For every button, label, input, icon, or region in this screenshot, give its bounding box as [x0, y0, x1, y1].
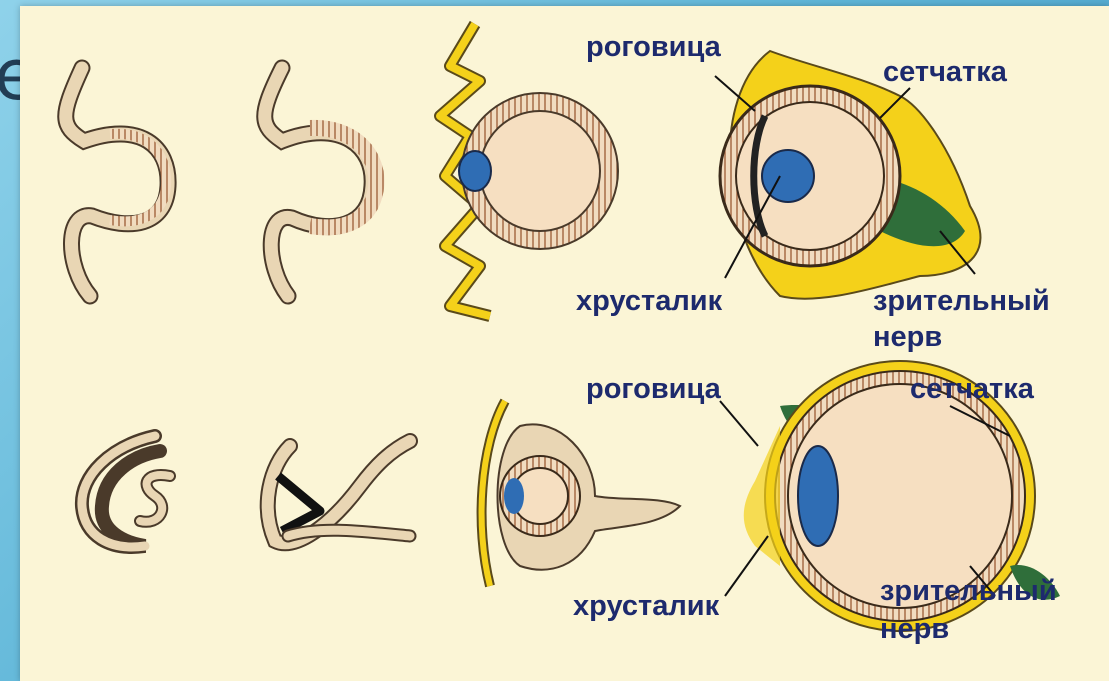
- top-label-lens: хрусталик: [576, 285, 723, 317]
- bottom-label-nerve-line1: зрительный: [880, 575, 1057, 607]
- top-label-retina: сетчатка: [883, 56, 1008, 88]
- bottom-label-retina: сетчатка: [910, 373, 1035, 405]
- bottom-label-cornea: роговица: [586, 373, 722, 405]
- bottom-cornea-leader: [720, 401, 758, 446]
- top-stage-4-complex-eye: [720, 51, 980, 299]
- top-label-nerve-line1: зрительный: [873, 285, 1050, 317]
- bottom-lens-leader: [725, 536, 768, 596]
- eye-evolution-diagram: роговица сетчатка хрусталик зрительный н…: [20, 6, 1109, 681]
- bottom-label-nerve-line2: нерв: [880, 613, 949, 645]
- top-stage-2-eyecup: [265, 68, 377, 296]
- top-stage-1-eyespot: [66, 68, 168, 296]
- top-stage-3-lens-eye: [440, 24, 618, 316]
- bottom-stage-1-fold: [82, 436, 170, 547]
- bottom-stage-2-pigment-cup: [268, 441, 410, 543]
- eye-evolution-panel: роговица сетчатка хрусталик зрительный н…: [20, 6, 1109, 681]
- top-label-cornea: роговица: [586, 31, 722, 63]
- bottom-label-lens: хрусталик: [573, 590, 720, 622]
- bottom-stage-3-lens-eye: [482, 401, 680, 586]
- top-label-nerve-line2: нерв: [873, 321, 942, 353]
